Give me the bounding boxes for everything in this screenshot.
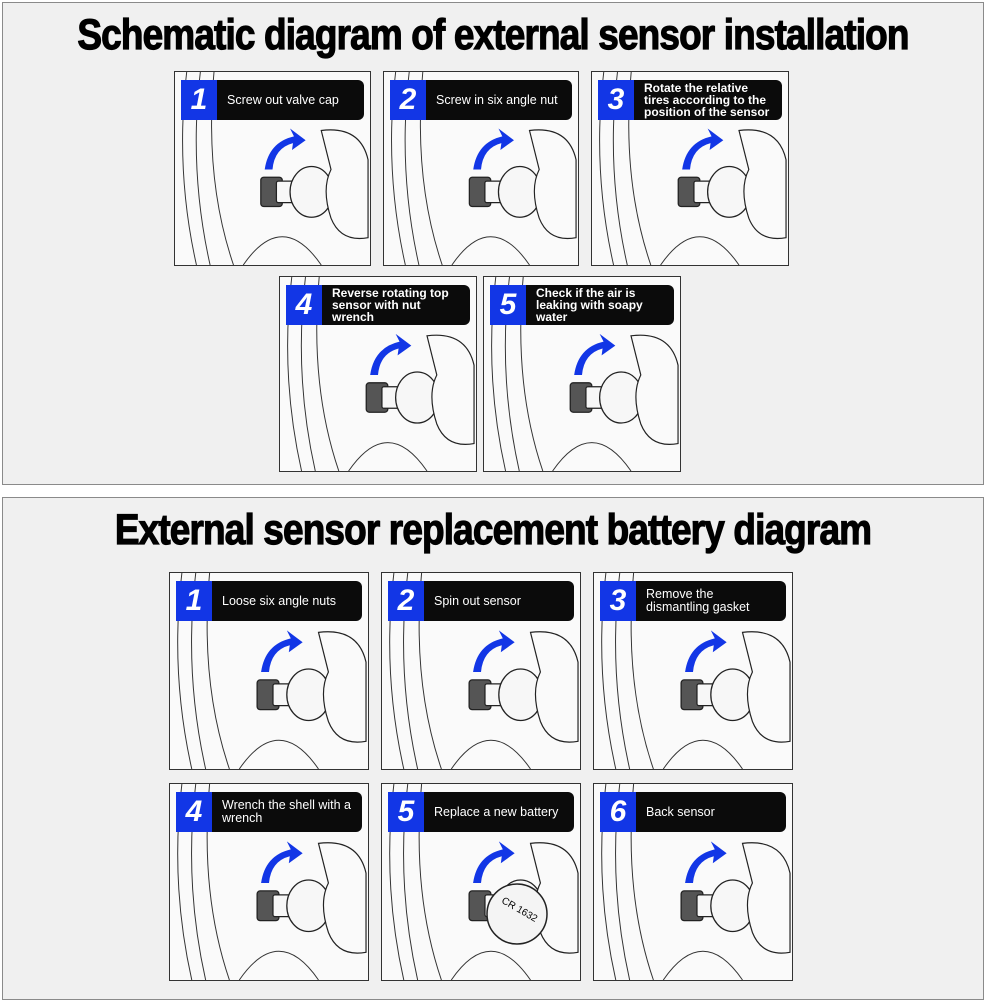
battery-step-1: 1 Loose six angle nuts: [169, 572, 369, 770]
rotate-arrow-icon: [370, 333, 412, 375]
battery-panel: External sensor replacement battery diag…: [2, 497, 984, 1000]
battery-step-6: 6 Back sensor: [593, 783, 793, 981]
step-label: Screw out valve cap: [227, 92, 339, 107]
battery-step-5: 5 Replace a new battery CR 1632: [381, 783, 581, 981]
step-illustration: [601, 784, 791, 980]
rotate-arrow-icon: [685, 630, 727, 672]
hand-outline: [630, 334, 679, 445]
step-label: Rotate the relative tires according to t…: [644, 81, 770, 119]
step-label: Reverse rotating top sensor with nut wre…: [332, 286, 449, 324]
sensor-cap-icon: [260, 165, 334, 218]
step-illustration: [601, 573, 791, 769]
step-number: 1: [176, 581, 212, 621]
step-illustration: [177, 573, 367, 769]
step-label: Screw in six angle nut: [436, 92, 558, 107]
rotate-arrow-icon: [261, 841, 303, 883]
hand-outline: [317, 631, 367, 743]
battery-step-4: 4 Wrench the shell with a wrench: [169, 783, 369, 981]
step-label: Spin out sensor: [434, 593, 521, 608]
sensor-cap-icon: [468, 668, 544, 722]
step-illustration: [491, 277, 679, 471]
step-number: 1: [181, 80, 217, 120]
rotate-arrow-icon: [473, 128, 514, 170]
hand-outline: [741, 842, 791, 954]
step-illustration: [182, 72, 369, 265]
rotate-arrow-icon: [473, 630, 515, 672]
sensor-cap-icon: [680, 879, 756, 933]
step-illustration: [389, 573, 579, 769]
sensor-cap-icon: [569, 371, 644, 424]
step-number: 3: [600, 581, 636, 621]
sensor-cap-icon: [468, 165, 542, 218]
battery-title: External sensor replacement battery diag…: [114, 505, 872, 554]
step-number: 4: [286, 285, 322, 325]
hand-outline: [528, 129, 577, 240]
rotate-arrow-icon: [574, 333, 616, 375]
sensor-cap-icon: [256, 879, 332, 933]
rotate-arrow-icon: [264, 128, 306, 170]
rotate-arrow-icon: [685, 841, 727, 883]
step-illustration: [391, 72, 577, 265]
install-step-3: 3 Rotate the relative tires according to …: [591, 71, 789, 266]
hand-outline: [529, 631, 579, 743]
battery-step-2: 2 Spin out sensor: [381, 572, 581, 770]
install-step-5: 5 Check if the air is leaking with soapy …: [483, 276, 681, 472]
step-label: Loose six angle nuts: [222, 593, 336, 608]
step-number: 4: [176, 792, 212, 832]
step-illustration: [287, 277, 475, 471]
step-illustration: [599, 72, 787, 265]
hand-outline: [738, 129, 787, 240]
installation-panel: Schematic diagram of external sensor ins…: [2, 2, 984, 485]
step-number: 5: [388, 792, 424, 832]
battery-step-3: 3 Remove the dismantling gasket: [593, 572, 793, 770]
step-number: 2: [388, 581, 424, 621]
step-number: 3: [598, 80, 634, 120]
rotate-arrow-icon: [261, 630, 303, 672]
step-number: 6: [600, 792, 636, 832]
step-label: Replace a new battery: [434, 804, 559, 819]
install-step-4: 4 Reverse rotating top sensor with nut wr…: [279, 276, 477, 472]
rotate-arrow-icon: [682, 128, 724, 170]
sensor-cap-icon: [680, 668, 756, 722]
step-label: Wrench the shell with a wrench: [222, 798, 351, 825]
installation-title: Schematic diagram of external sensor ins…: [77, 10, 910, 59]
step-number: 2: [390, 80, 426, 120]
sensor-cap-icon: [677, 165, 752, 218]
step-illustration: [177, 784, 367, 980]
install-step-2: 2 Screw in six angle nut: [383, 71, 579, 266]
hand-outline: [741, 631, 791, 743]
battery-coin: CR 1632: [486, 883, 548, 945]
step-label: Check if the air is leaking with soapy w…: [536, 286, 643, 324]
step-label: Back sensor: [646, 804, 715, 819]
step-number: 5: [490, 285, 526, 325]
hand-outline: [317, 842, 367, 954]
sensor-cap-icon: [256, 668, 332, 722]
step-label: Remove the dismantling gasket: [646, 587, 750, 614]
hand-outline: [320, 129, 369, 240]
rotate-arrow-icon: [473, 841, 515, 883]
install-step-1: 1 Screw out valve cap: [174, 71, 371, 266]
sensor-cap-icon: [365, 371, 440, 424]
hand-outline: [426, 334, 475, 445]
